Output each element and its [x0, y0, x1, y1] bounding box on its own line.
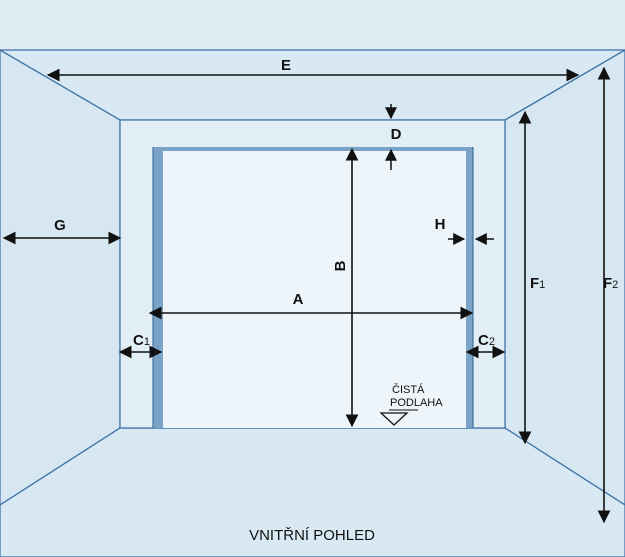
- door-opening: [163, 151, 466, 428]
- floor-level-symbol: [379, 412, 409, 426]
- label-f1: F1: [530, 275, 545, 292]
- label-d: D: [391, 126, 402, 143]
- left-wall: [0, 49, 121, 506]
- label-e: E: [281, 57, 291, 74]
- floor-note-line2: PODLAHA: [390, 397, 443, 409]
- label-a: A: [293, 291, 304, 308]
- label-f1-sub: 1: [539, 279, 545, 291]
- label-c1: C1: [133, 332, 150, 349]
- label-c1-main: C: [133, 332, 144, 349]
- label-f2-sub: 2: [612, 279, 618, 291]
- label-c2-main: C: [478, 332, 489, 349]
- label-c2-sub: 2: [489, 336, 495, 348]
- label-f2-main: F: [603, 275, 612, 292]
- caption: VNITŘNÍ POHLED: [249, 527, 375, 544]
- label-g: G: [54, 217, 66, 234]
- label-f2: F2: [603, 275, 618, 292]
- label-c1-sub: 1: [144, 336, 150, 348]
- label-b: B: [332, 260, 349, 271]
- label-h: H: [435, 216, 446, 233]
- label-f1-main: F: [530, 275, 539, 292]
- label-c2: C2: [478, 332, 495, 349]
- floor-note-line1: ČISTÁ: [392, 383, 425, 396]
